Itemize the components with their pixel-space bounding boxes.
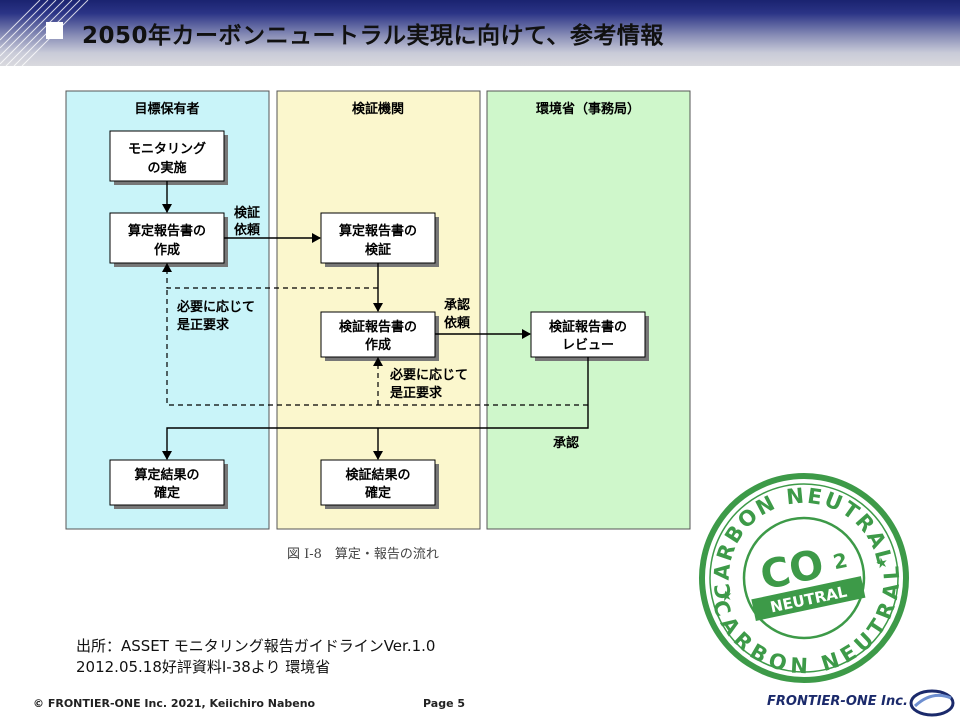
source-line-1: 出所：ASSET モニタリング報告ガイドラインVer.1.0	[76, 637, 436, 655]
label-correction-2-line2: 是正要求	[389, 385, 443, 401]
box-verify-report-create: 検証報告書の 作成	[320, 311, 436, 358]
box-calc-result-line2: 確定	[154, 485, 180, 501]
lane-label-ministry: 環境省（事務局）	[536, 101, 640, 117]
box-verify-report-review-line1: 検証報告書の	[549, 319, 627, 335]
source-note: 出所：ASSET モニタリング報告ガイドラインVer.1.0 2012.05.1…	[76, 636, 435, 678]
lane-ministry	[486, 90, 691, 530]
box-calc-report-create: 算定報告書の 作成	[109, 212, 225, 264]
box-calc-report-verify-line2: 検証	[365, 242, 391, 258]
source-line-2: 2012.05.18好評資料I-38より 環境省	[76, 658, 331, 676]
header-banner: 2050年カーボンニュートラル実現に向けて、参考情報	[0, 0, 960, 66]
box-calc-report-create-line1: 算定報告書の	[128, 223, 206, 239]
box-calc-result: 算定結果の 確定	[109, 459, 225, 506]
label-verify-request-line2: 依頼	[234, 222, 261, 238]
box-monitoring-line1: モニタリング	[128, 141, 206, 157]
box-calc-report-create-line2: 作成	[154, 242, 180, 258]
label-correction-2-line1: 必要に応じて	[389, 367, 468, 383]
footer-company-logo: FRONTIER-ONE Inc.	[767, 694, 908, 709]
header-square-bullet	[46, 22, 63, 39]
dashed-correction-2	[166, 288, 588, 406]
box-monitoring-line2: の実施	[147, 160, 186, 176]
page-title: 2050年カーボンニュートラル実現に向けて、参考情報	[82, 23, 664, 49]
lane-label-target-holder: 目標保有者	[134, 101, 199, 117]
box-verify-result: 検証結果の 確定	[320, 459, 436, 506]
figure-caption: 図 I-8 算定・報告の流れ	[287, 547, 439, 562]
company-swoosh-icon	[909, 689, 955, 717]
dashed-correction-1	[162, 263, 378, 289]
stamp-subscript-text: 2	[831, 548, 850, 574]
box-verify-result-line2: 確定	[365, 485, 391, 501]
label-verify-request-line1: 検証	[234, 205, 260, 221]
label-approve-request-line1: 承認	[444, 297, 470, 313]
box-verify-report-create-line1: 検証報告書の	[339, 319, 417, 335]
footer-page-number: Page 5	[423, 697, 466, 710]
label-approval: 承認	[553, 435, 579, 451]
box-verify-result-line1: 検証結果の	[345, 467, 410, 483]
box-calc-result-line1: 算定結果の	[134, 467, 199, 483]
box-calc-report-verify-line1: 算定報告書の	[339, 223, 417, 239]
lane-label-verifier: 検証機関	[352, 101, 404, 117]
footer-copyright: © FRONTIER-ONE Inc. 2021, Keiichiro Nabe…	[33, 697, 316, 710]
label-correction-1-line2: 是正要求	[176, 317, 230, 333]
box-verify-report-review: 検証報告書の レビュー	[530, 311, 646, 358]
carbon-neutral-stamp-icon: CARBON NEUTRAL CARBON NEUTRAL ★ ★ CO 2 N…	[696, 470, 911, 685]
stamp-star-right-icon: ★	[874, 554, 890, 572]
stamp-band	[751, 576, 866, 621]
box-monitoring: モニタリング の実施	[109, 130, 225, 182]
label-approve-request-line2: 依頼	[444, 315, 471, 331]
stamp-star-left-icon: ★	[719, 587, 735, 605]
box-calc-report-verify: 算定報告書の 検証	[320, 212, 436, 264]
label-correction-1-line1: 必要に応じて	[176, 299, 255, 315]
box-verify-report-review-line2: レビュー	[562, 337, 614, 353]
box-verify-report-create-line2: 作成	[365, 337, 391, 353]
